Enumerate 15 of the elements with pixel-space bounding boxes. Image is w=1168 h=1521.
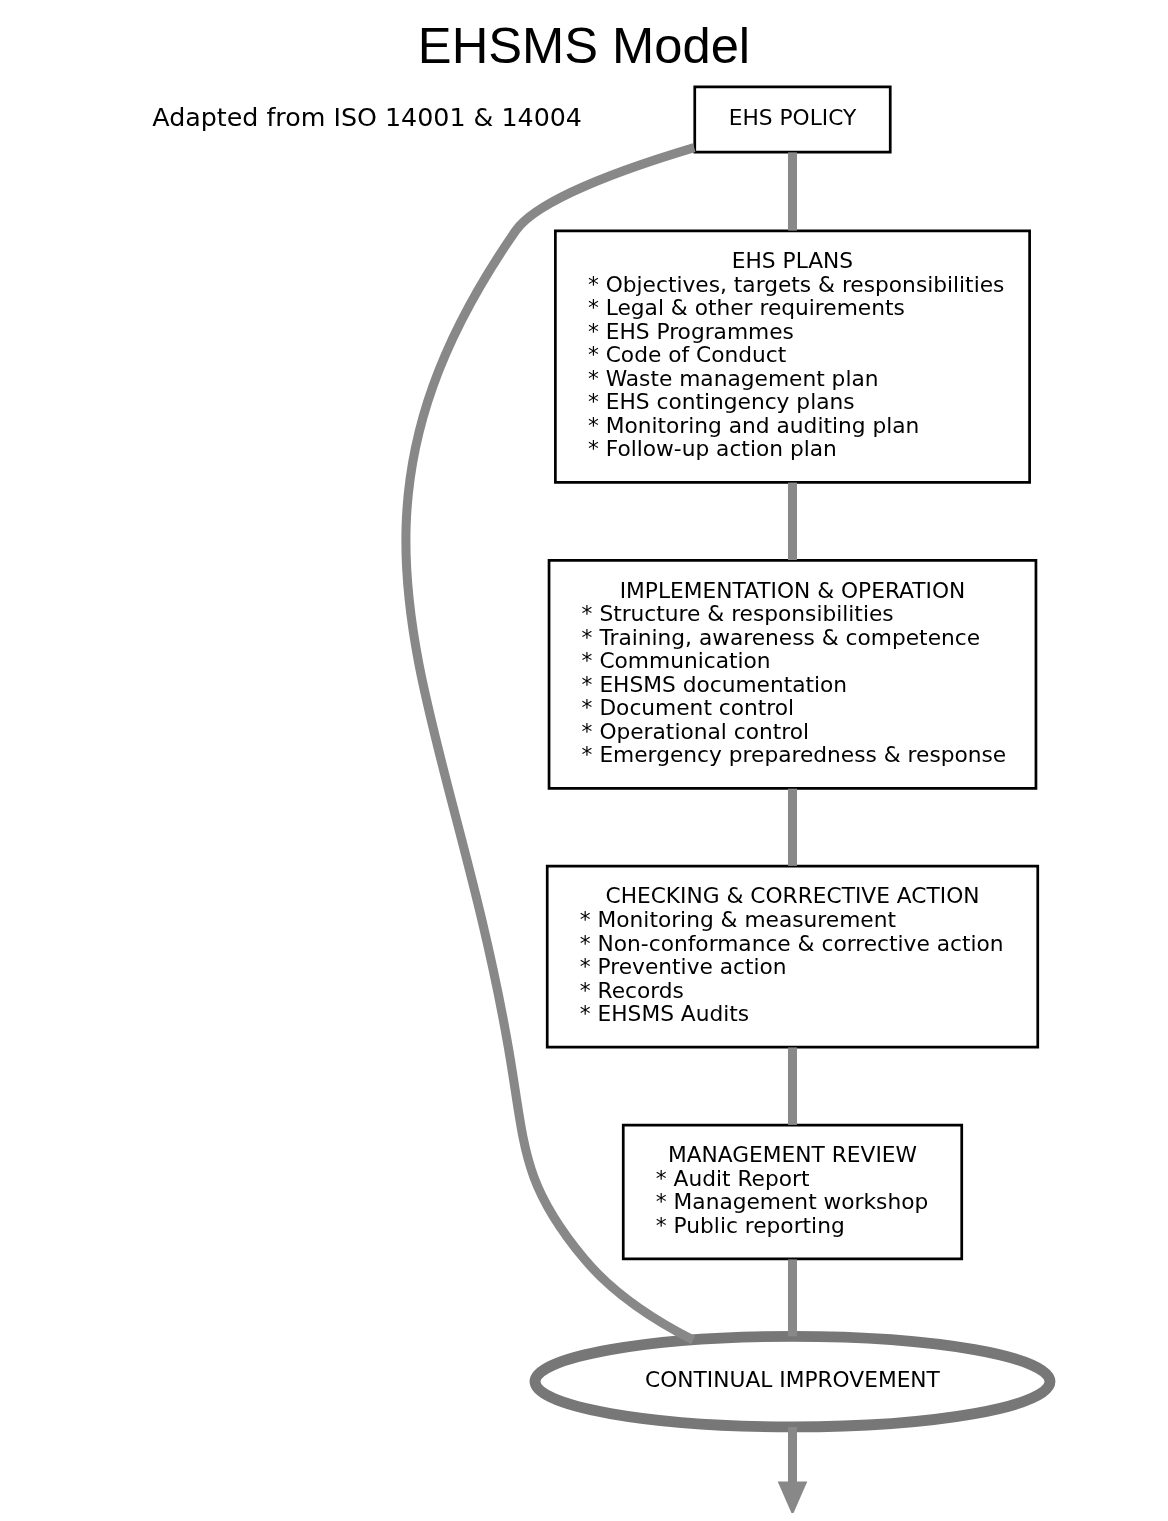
connector xyxy=(787,152,797,231)
node-ellipse: CONTINUAL IMPROVEMENT xyxy=(529,1330,1056,1433)
diagram-title: EHSMS Model xyxy=(417,17,751,75)
node-box: MANAGEMENT REVIEW * Audit Report * Management workshop * Public reporting xyxy=(621,1123,964,1261)
node-box: CHECKING & CORRECTIVE ACTION * Monitoring & measurement * Non-conformance & corrective action * Preventive action * Records * EHSMS Audits xyxy=(545,864,1040,1049)
node-box: EHS PLANS * Objectives, targets & responsibilities * Legal & other requirements * EHS Programmes * Code of Conduct * Waste management plan * EHS contingency plans * Monitoring and auditing plan * Follow-up action plan xyxy=(554,229,1031,484)
node-box: IMPLEMENTATION & OPERATION * Structure & responsibilities * Training, awareness & competence * Communication * EHSMS documentation * Document control * Operational control * Emergency preparedness & response xyxy=(547,558,1038,790)
connector xyxy=(787,482,797,560)
connector xyxy=(401,143,696,1345)
connector xyxy=(787,1047,797,1125)
arrow xyxy=(777,1427,808,1513)
caption: Adapted from ISO 14001 & 14004 xyxy=(152,102,582,133)
node-box: EHS POLICY xyxy=(693,85,892,154)
connector xyxy=(787,1259,797,1337)
connector xyxy=(787,788,797,866)
